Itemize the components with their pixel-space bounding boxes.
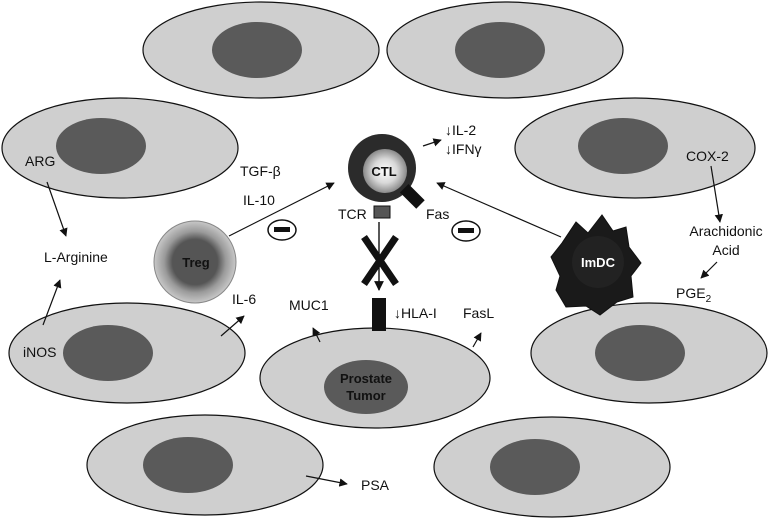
inos-label: iNOS — [23, 344, 56, 360]
il-2-label: ↓IL-2 — [445, 122, 476, 138]
pge2-label: PGE2 — [676, 285, 712, 305]
treg-label: Treg — [182, 255, 210, 270]
hla-i-receptor — [372, 298, 386, 331]
imdc-cell: ImDC — [550, 214, 642, 316]
arrow-imdc-to-ctl — [436, 182, 562, 238]
ifn-gamma-label: ↓IFNγ — [445, 141, 482, 157]
tcr-receptor — [373, 205, 391, 219]
pge-text: PGE — [676, 285, 706, 301]
arrow-inos-to-l-arginine — [42, 279, 62, 326]
arrow-to-il-6 — [220, 315, 245, 337]
cell-top-right — [386, 1, 624, 99]
inhibit-symbol-right — [451, 220, 481, 242]
pge-subscript: 2 — [706, 294, 712, 305]
cell-left-upper — [1, 97, 239, 199]
ctl-label: CTL — [371, 164, 396, 179]
tcr-label: TCR — [338, 206, 367, 222]
arrow-arg-to-l-arginine — [46, 181, 68, 237]
inhibit-symbol-left — [267, 219, 297, 241]
hla-i-label: ↓HLA-I — [394, 305, 437, 321]
arachidonic-label-2: Acid — [712, 242, 739, 258]
block-x-icon — [361, 235, 399, 286]
cell-right-upper — [514, 97, 756, 199]
arg-label: ARG — [25, 153, 55, 169]
fasl-label: FasL — [463, 305, 494, 321]
l-arginine-label: L-Arginine — [44, 249, 108, 265]
arrow-ctl-to-cytokines — [422, 138, 442, 147]
arrow-to-fasl — [472, 332, 482, 348]
fas-label: Fas — [426, 206, 449, 222]
imdc-label: ImDC — [581, 255, 616, 270]
arrow-to-psa — [305, 475, 348, 487]
arrow-treg-to-ctl — [228, 182, 335, 237]
il-10-label: IL-10 — [243, 192, 275, 208]
arrow-to-muc1 — [312, 327, 321, 343]
arrow-arachidonic-to-pge2 — [700, 261, 718, 279]
arrow-cox2-to-arachidonic — [710, 165, 723, 223]
psa-label: PSA — [361, 477, 390, 493]
fas-receptor — [399, 183, 425, 209]
cell-left-lower — [8, 302, 246, 404]
prostate-tumor-label-2: Tumor — [346, 388, 385, 403]
cell-right-lower — [530, 302, 768, 404]
arachidonic-label-1: Arachidonic — [689, 223, 762, 239]
treg-cell: Treg — [153, 220, 237, 304]
cox-2-label: COX-2 — [686, 148, 729, 164]
ctl-cell: CTL — [348, 134, 425, 219]
cell-bottom-left — [86, 414, 324, 516]
prostate-tumor-label-1: Prostate — [340, 371, 392, 386]
tgf-beta-label: TGF-β — [240, 163, 281, 179]
il-6-label: IL-6 — [232, 291, 256, 307]
prostate-tumor-cell: Prostate Tumor — [259, 327, 491, 429]
cell-top-left — [142, 1, 380, 99]
muc1-label: MUC1 — [289, 297, 329, 313]
cell-bottom-right — [433, 416, 671, 518]
